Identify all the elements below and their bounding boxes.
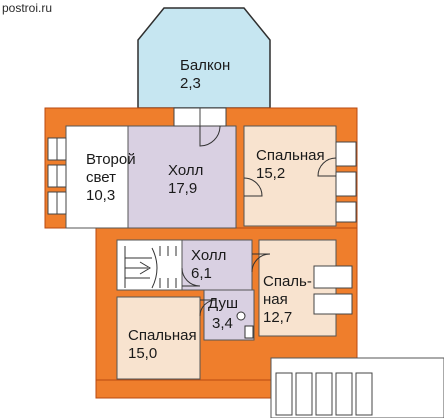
label-hall-small-name: Холл xyxy=(191,247,226,264)
label-bedroom-e-area: 12,7 xyxy=(263,309,292,326)
label-second-light-area: 10,3 xyxy=(86,187,115,204)
label-hall-main-name: Холл xyxy=(168,162,203,179)
stair-drawing xyxy=(124,246,177,289)
label-shower-name: Душ xyxy=(208,295,238,312)
label-bedroom-sw-name: Спальная xyxy=(128,327,197,344)
label-second-light-2: свет xyxy=(86,169,116,186)
windows-right-lower xyxy=(313,265,353,315)
windows-left xyxy=(47,137,67,215)
windows-right-upper xyxy=(335,141,357,223)
label-bedroom-e-1: Спаль- xyxy=(263,273,312,290)
stair-area xyxy=(116,239,183,291)
label-bedroom-e-2: ная xyxy=(263,291,288,308)
label-bedroom-sw-area: 15,0 xyxy=(128,345,157,362)
room-bedroom-sw xyxy=(116,296,201,380)
outer-wall-bottom xyxy=(95,379,272,399)
balcony-door xyxy=(173,107,227,127)
label-bedroom-ne-area: 15,2 xyxy=(256,165,285,182)
door-swings xyxy=(181,125,337,317)
label-second-light-1: Второй xyxy=(86,151,136,168)
label-hall-small-area: 6,1 xyxy=(191,265,212,282)
label-shower-area: 3,4 xyxy=(212,315,233,332)
label-balcony-name: Балкон xyxy=(180,57,230,74)
shower-fixtures xyxy=(236,311,254,339)
watermark-text: postroi.ru xyxy=(2,1,52,15)
label-hall-main-area: 17,9 xyxy=(168,180,197,197)
window-group-bottom xyxy=(275,372,373,416)
label-bedroom-ne-name: Спальная xyxy=(256,147,325,164)
label-balcony-area: 2,3 xyxy=(180,75,201,92)
room-hall-main xyxy=(127,125,237,229)
room-hall-small xyxy=(181,239,253,291)
